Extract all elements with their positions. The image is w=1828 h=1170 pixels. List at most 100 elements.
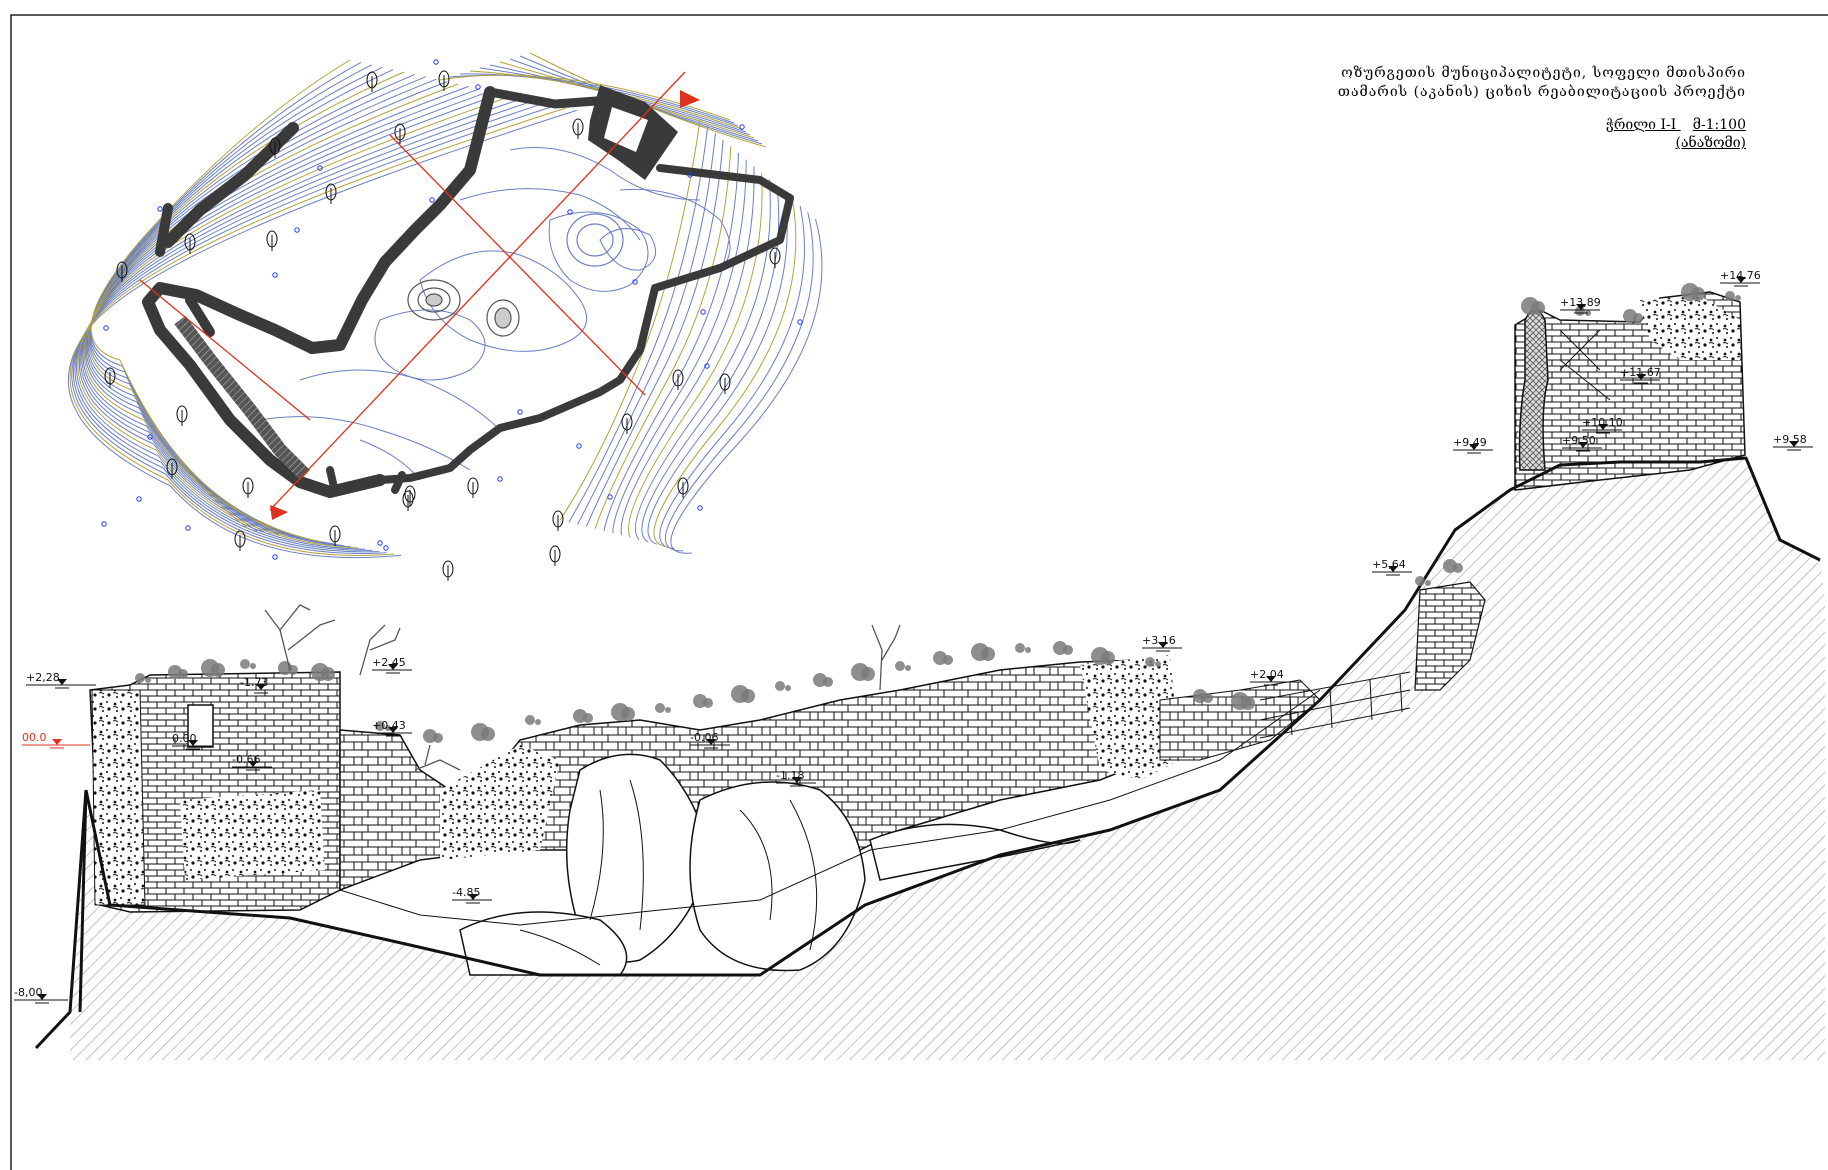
- rubble-inner: [180, 790, 325, 880]
- survey-point-icon: [739, 124, 745, 130]
- title-block: ოზურგეთის მუნიციპალიტეტი, სოფელი მთისპირ…: [1338, 64, 1746, 152]
- section-name: ჭრილი I-I: [1605, 117, 1677, 133]
- tree-icon: [266, 230, 278, 252]
- tree-icon: [366, 71, 378, 93]
- survey-points: [101, 59, 803, 560]
- main-wall: [306, 86, 496, 354]
- level-marker-icon: [1578, 442, 1588, 448]
- level-label: +2.45: [372, 656, 406, 669]
- level-marker-icon: [52, 739, 62, 745]
- level-marker-l9: -4.85: [452, 886, 492, 904]
- level-marker-icon: [1736, 277, 1746, 283]
- survey-point-icon: [272, 272, 278, 278]
- boulder-cracks: [519, 779, 818, 966]
- level-marker-l12: +3.16: [1142, 634, 1182, 652]
- survey-point-icon: [383, 545, 389, 551]
- survey-point-icon: [517, 409, 523, 415]
- tree-icon: [402, 490, 414, 512]
- upper-wall-supports: [1559, 329, 1611, 401]
- survey-point-icon: [797, 319, 803, 325]
- ground-hatch-fade: [70, 1060, 1825, 1170]
- level-marker-l18: +11.67: [1620, 366, 1661, 384]
- level-marker-l14: +5,64: [1372, 558, 1412, 576]
- survey-point-icon: [185, 525, 191, 531]
- section-scale: მ-1:100: [1692, 117, 1746, 133]
- survey-point-icon: [429, 197, 435, 203]
- survey-point-icon: [294, 227, 300, 233]
- tree-icon: [552, 510, 564, 532]
- level-label: +11.67: [1620, 366, 1661, 379]
- terrain-mounds: [407, 213, 624, 337]
- rubble-right: [1080, 655, 1180, 780]
- level-label: +9,49: [1453, 436, 1487, 449]
- level-label: -4.85: [452, 886, 480, 899]
- north-wall: [485, 87, 615, 109]
- level-marker-icon: [792, 777, 802, 783]
- level-markers: +2,2800.0-8,00-1.730.00-0.66+2.45+0.43-4…: [14, 269, 1813, 1004]
- level-marker-icon: [1388, 566, 1398, 572]
- level-label: 0.00: [172, 732, 197, 745]
- level-label: +9.50: [1562, 434, 1596, 447]
- rubble-mid: [440, 745, 560, 860]
- south-wall: [142, 282, 386, 498]
- level-marker-icon: [1158, 642, 1168, 648]
- level-marker-l2: 00.0: [22, 731, 90, 749]
- survey-point-icon: [607, 494, 613, 500]
- level-marker-icon: [256, 684, 266, 690]
- inner-ground-profile: [339, 689, 1321, 926]
- tree-icon: [621, 413, 633, 435]
- tree-icon: [549, 545, 561, 567]
- level-marker-icon: [388, 664, 398, 670]
- survey-point-icon: [103, 325, 109, 331]
- tree-icon: [442, 560, 454, 582]
- level-label: 00.0: [22, 731, 47, 744]
- section-arrow-icon: [270, 505, 288, 520]
- level-label: +14.76: [1720, 269, 1761, 282]
- contour-lines: [67, 52, 823, 559]
- survey-point-icon: [475, 84, 481, 90]
- survey-point-icon: [700, 309, 706, 315]
- level-marker-icon: [1266, 676, 1276, 682]
- survey-point-icon: [377, 540, 383, 546]
- tree-icon: [719, 373, 731, 395]
- level-label: -8,00: [14, 986, 42, 999]
- tree-icon: [242, 477, 254, 499]
- level-label: -1.73: [240, 676, 268, 689]
- east-wall: [376, 164, 794, 484]
- level-marker-l8: +0.43: [372, 719, 412, 737]
- level-label: -1.18: [776, 769, 804, 782]
- boulders: [459, 753, 1081, 976]
- ground-profile: [34, 456, 1821, 1050]
- left-cliff: [78, 789, 88, 1013]
- level-marker-icon: [188, 740, 198, 746]
- survey-point-icon: [497, 476, 503, 482]
- tree-icon: [329, 525, 341, 547]
- survey-point-icon: [433, 59, 439, 65]
- survey-point-icon: [136, 496, 142, 502]
- site-plan: [67, 52, 823, 582]
- survey-point-icon: [157, 206, 163, 212]
- level-label: +5,64: [1372, 558, 1406, 571]
- section-label: ჭრილი I-I მ-1:100: [1338, 116, 1746, 134]
- tree-icon: [234, 530, 246, 552]
- survey-point-icon: [272, 554, 278, 560]
- inner-contours: [259, 147, 731, 481]
- survey-point-icon: [147, 434, 153, 440]
- tree-icon: [176, 405, 188, 427]
- level-marker-icon: [1789, 441, 1799, 447]
- level-label: +10.10: [1582, 416, 1623, 429]
- level-marker-l17: +14.76: [1720, 269, 1761, 287]
- level-marker-icon: [37, 994, 47, 1000]
- survey-point-icon: [687, 172, 693, 178]
- tree-icon: [672, 369, 684, 391]
- level-marker-l19: +10.10: [1582, 416, 1623, 434]
- survey-point-icon: [567, 209, 573, 215]
- level-marker-l15: +9,49: [1453, 436, 1493, 454]
- section-cut-line: [139, 71, 686, 511]
- level-marker-icon: [248, 761, 258, 767]
- fortress-walls: [142, 86, 794, 498]
- project-title-line-1: ოზურგეთის მუნიციპალიტეტი, სოფელი მთისპირ…: [1341, 65, 1746, 81]
- level-label: -0.06: [690, 731, 718, 744]
- level-marker-l10: -0.06: [690, 731, 730, 749]
- level-label: +2,28: [26, 671, 60, 684]
